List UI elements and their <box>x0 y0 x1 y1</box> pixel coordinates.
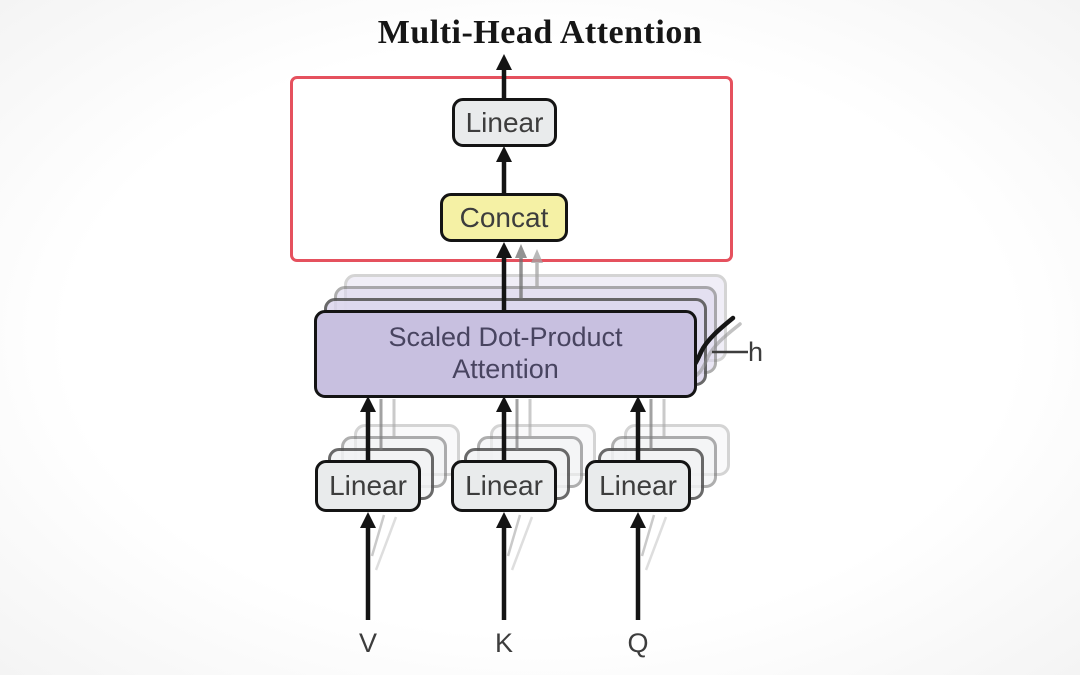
linear-k-box: Linear <box>451 460 557 512</box>
output-linear-box: Linear <box>452 98 557 147</box>
diagram-title: Multi-Head Attention <box>377 14 703 51</box>
linear-q-box: Linear <box>585 460 691 512</box>
scaled-dot-product-attention-box: Scaled Dot-Product Attention <box>314 310 697 398</box>
attention-label-line2: Attention <box>452 354 559 384</box>
heads-count-label: h <box>748 337 764 367</box>
input-k-label: K <box>494 628 513 658</box>
concat-label: Concat <box>459 201 549 233</box>
highlight-red-box <box>290 76 733 262</box>
output-linear-label: Linear <box>465 106 544 138</box>
attention-label-line1: Scaled Dot-Product <box>388 322 623 353</box>
linear-v-box: Linear <box>315 460 421 512</box>
input-q-label: Q <box>627 628 649 658</box>
linear-q-label: Linear <box>599 470 677 501</box>
concat-box: Concat <box>440 193 568 242</box>
linear-v-label: Linear <box>329 470 407 501</box>
linear-k-label: Linear <box>465 470 543 501</box>
input-v-label: V <box>358 628 377 658</box>
